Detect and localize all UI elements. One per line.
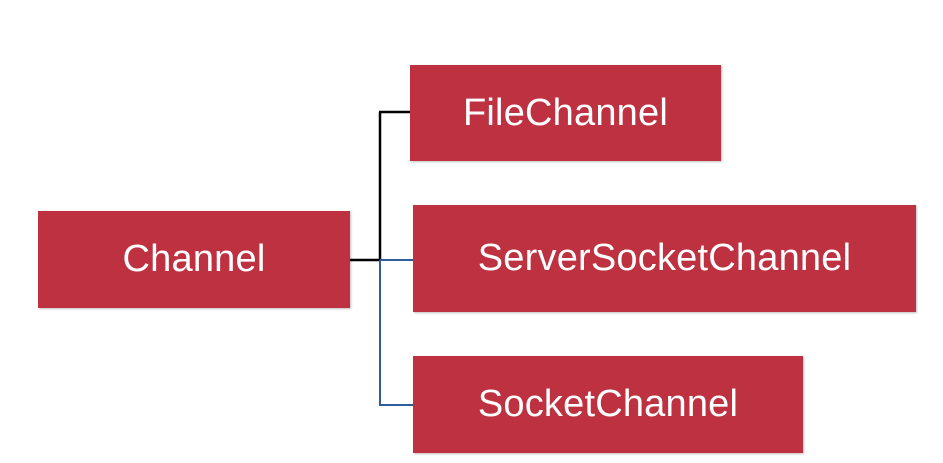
- node-server-socket-channel: ServerSocketChannel: [413, 205, 916, 312]
- node-socket-channel-label: SocketChannel: [477, 383, 739, 425]
- node-socket-channel: SocketChannel: [413, 356, 803, 453]
- node-channel-label: Channel: [122, 238, 266, 280]
- node-channel: Channel: [38, 211, 350, 308]
- node-file-channel: FileChannel: [410, 65, 721, 161]
- node-file-channel-label: FileChannel: [463, 91, 668, 134]
- node-server-socket-channel-label: ServerSocketChannel: [477, 237, 852, 279]
